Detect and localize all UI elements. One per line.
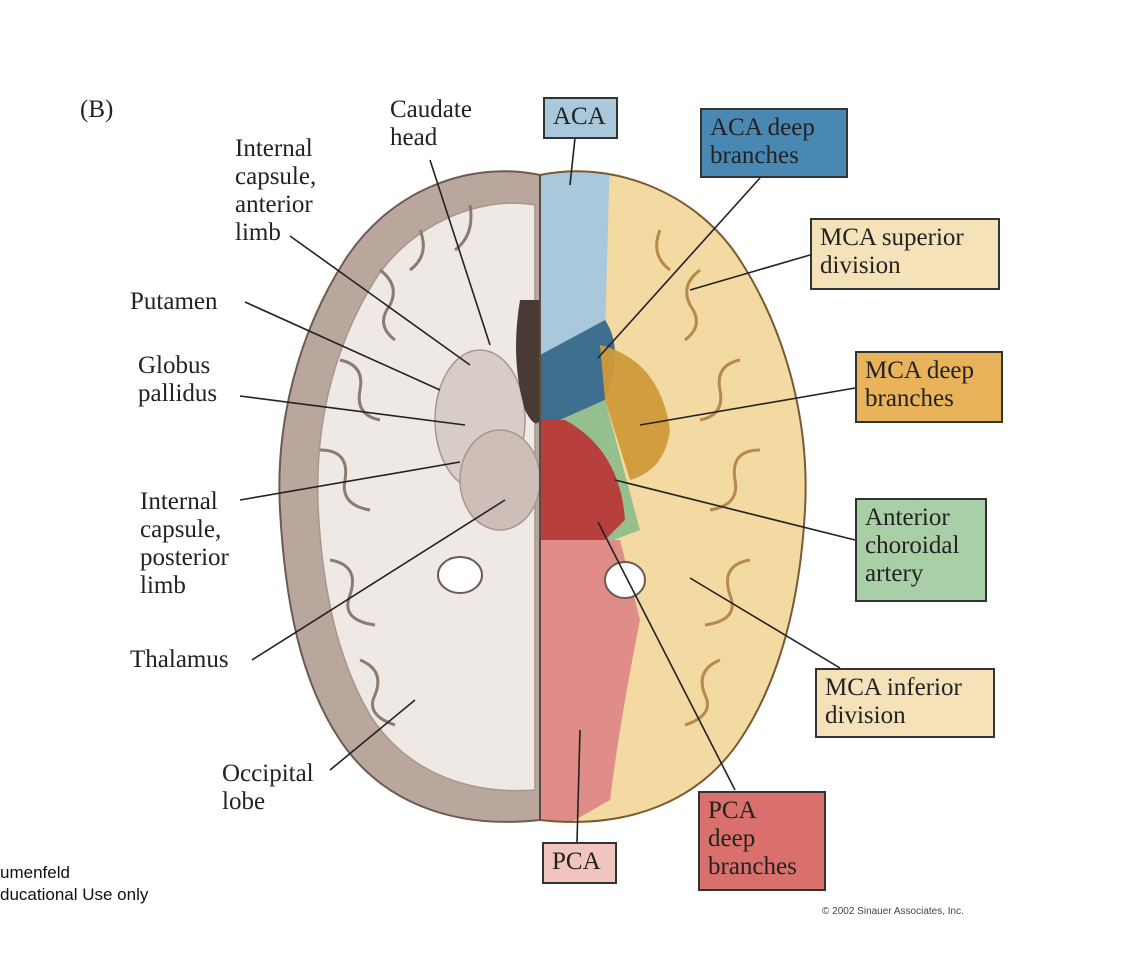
box-aca: ACA xyxy=(543,97,618,139)
leader-mca-deep xyxy=(639,387,856,426)
leader-putamen xyxy=(244,301,441,391)
mca-deep-territory xyxy=(600,345,670,480)
left-gyri-lines xyxy=(319,204,473,727)
leader-aca xyxy=(569,137,576,186)
leader-thalamus xyxy=(251,499,506,661)
footer-note: umenfeld ducational Use only xyxy=(0,863,149,904)
label-globus-pallidus: Globus pallidus xyxy=(138,352,218,407)
leader-internal-capsule-posterior xyxy=(239,461,461,501)
panel-letter: (B) xyxy=(80,96,114,123)
label-occipital-lobe: Occipital lobe xyxy=(222,760,314,815)
left-ventricle xyxy=(516,300,540,424)
box-anterior-choroidal-artery: Anterior choroidal artery xyxy=(855,498,987,602)
leader-globus-pallidus xyxy=(239,395,466,426)
right-cortex-outline xyxy=(539,170,807,823)
label-internal-capsule-posterior: Internal capsule, posterior limb xyxy=(140,488,229,599)
leader-anterior-choroidal xyxy=(614,479,856,541)
left-thalamus xyxy=(459,429,541,531)
left-posterior-horn xyxy=(437,556,483,594)
box-mca-deep-branches: MCA deep branches xyxy=(855,351,1003,423)
leader-pca-deep xyxy=(597,521,736,791)
box-mca-inferior-division: MCA inferior division xyxy=(815,668,995,738)
right-gyri-lines xyxy=(655,229,761,727)
aca-deep-territory xyxy=(540,320,615,420)
label-caudate-head: Caudate head xyxy=(390,96,472,151)
label-thalamus: Thalamus xyxy=(130,646,229,673)
box-aca-deep-branches: ACA deep branches xyxy=(700,108,848,178)
leader-occipital-lobe xyxy=(329,699,416,771)
leader-lines xyxy=(239,137,856,843)
leader-mca-inferior xyxy=(689,577,841,669)
right-posterior-horn xyxy=(604,561,646,599)
pca-territory xyxy=(540,540,640,822)
copyright: © 2002 Sinauer Associates, Inc. xyxy=(822,906,964,917)
label-putamen: Putamen xyxy=(130,288,218,315)
box-mca-superior-division: MCA superior division xyxy=(810,218,1000,290)
leader-internal-capsule-anterior xyxy=(289,235,471,366)
box-pca: PCA xyxy=(542,842,617,884)
leader-aca-deep xyxy=(597,177,761,359)
aca-territory xyxy=(540,171,610,355)
leader-pca xyxy=(576,729,581,843)
label-internal-capsule-anterior: Internal capsule, anterior limb xyxy=(235,135,317,246)
left-hemisphere xyxy=(278,170,541,823)
pca-deep-territory xyxy=(540,420,625,545)
leader-mca-superior xyxy=(689,254,811,291)
box-pca-deep-branches: PCA deep branches xyxy=(698,791,826,891)
right-hemisphere xyxy=(540,171,806,822)
leader-caudate-head xyxy=(429,159,491,346)
